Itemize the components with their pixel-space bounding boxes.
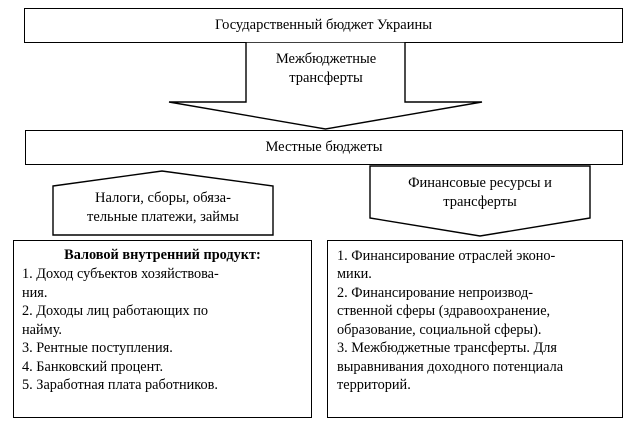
taxes-line-2: тельные платежи, займы <box>87 208 239 225</box>
node-financial-resources-transfers-shape <box>369 165 591 237</box>
node-local-budgets-label: Местные бюджеты <box>265 138 383 155</box>
expend-box-line: выравнивания доходного потенциала <box>337 358 564 375</box>
gdp-box-line: ния. <box>22 284 48 301</box>
gdp-box-line: 5. Заработная плата работников. <box>22 377 219 394</box>
gdp-box-line: найму. <box>22 321 62 338</box>
node-taxes-fees-payments: Налоги, сборы, обяза- тельные платежи, з… <box>52 170 274 236</box>
gdp-box-line: 1. Доход субъектов хозяйствова- <box>22 266 219 283</box>
arrow-interbudget-transfers-shape <box>168 42 483 130</box>
expend-box-line: 1. Финансирование отраслей эконо- <box>337 248 556 264</box>
expend-box-line: территорий. <box>337 377 411 394</box>
expend-box-line: образование, социальной сферы). <box>337 321 542 338</box>
node-financial-resources-transfers-label: Финансовые ресурсы и трансферты <box>377 174 583 212</box>
node-gdp-components-box: Валовой внутренний продукт: 1. Доход суб… <box>13 240 312 418</box>
node-financial-resources-transfers: Финансовые ресурсы и трансферты <box>369 165 591 237</box>
gdp-box-line: 4. Банковский процент. <box>22 358 164 375</box>
arrow-interbudget-transfers: Межбюджетные трансферты <box>168 42 483 130</box>
arrow-interbudget-transfers-label: Межбюджетные трансферты <box>246 50 406 88</box>
node-taxes-fees-payments-label: Налоги, сборы, обяза- тельные платежи, з… <box>60 189 266 226</box>
finres-line-2: трансферты <box>443 193 517 210</box>
node-local-budgets: Местные бюджеты <box>25 130 623 165</box>
transfers-line-1: Межбюджетные <box>275 51 377 67</box>
gdp-box-line: 2. Доходы лиц работающих по <box>22 303 209 320</box>
expend-box-line: 2. Финансирование непроизвод- <box>337 284 533 301</box>
transfers-line-2: трансферты <box>289 69 363 86</box>
expend-box-line: 3. Межбюджетные трансферты. Для <box>337 340 557 357</box>
expend-box-line: мики. <box>337 266 372 283</box>
gdp-box-line: 3. Рентные поступления. <box>22 340 173 357</box>
taxes-line-1: Налоги, сборы, обяза- <box>95 190 231 206</box>
node-expenditures-box: 1. Финансирование отраслей эконо- мики. … <box>327 240 623 418</box>
node-state-budget: Государственный бюджет Украины <box>24 8 623 43</box>
gdp-box-title: Валовой внутренний продукт: <box>64 247 261 263</box>
node-taxes-fees-payments-shape <box>52 170 274 236</box>
node-state-budget-label: Государственный бюджет Украины <box>214 16 433 33</box>
expend-box-line: ственной сферы (здравоохранение, <box>337 303 551 320</box>
finres-line-1: Финансовые ресурсы и <box>408 175 552 191</box>
